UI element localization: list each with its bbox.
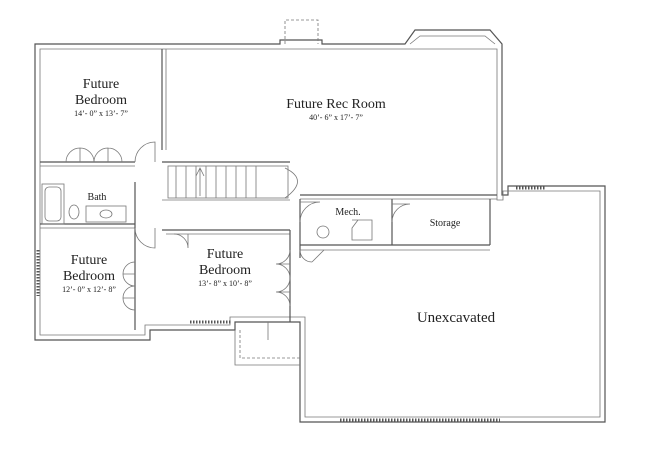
bedroom-left-label: Future Bedroom 12’- 0” x 12’- 8” bbox=[62, 253, 116, 295]
interior-walls bbox=[40, 49, 497, 330]
bath-label: Bath bbox=[87, 192, 107, 203]
unexcavated-label: Unexcavated bbox=[416, 310, 496, 326]
storage-label: Storage bbox=[429, 218, 461, 229]
foundation-hatching bbox=[36, 186, 545, 422]
rec-room-label: Future Rec Room 40’- 6” x 17’- 7” bbox=[286, 97, 386, 123]
doors bbox=[65, 141, 411, 311]
bedroom-top-label: Future Bedroom 14’- 0” x 13’- 7” bbox=[74, 77, 128, 119]
stairs bbox=[167, 165, 298, 199]
bath-fixtures bbox=[41, 183, 127, 225]
exterior-walls bbox=[34, 29, 606, 423]
bump-outs bbox=[234, 19, 496, 366]
mech-equipment bbox=[316, 219, 373, 241]
bedroom-mid-label: Future Bedroom 13’- 8” x 10’- 8” bbox=[198, 247, 252, 289]
mech-label: Mech. bbox=[335, 207, 361, 218]
